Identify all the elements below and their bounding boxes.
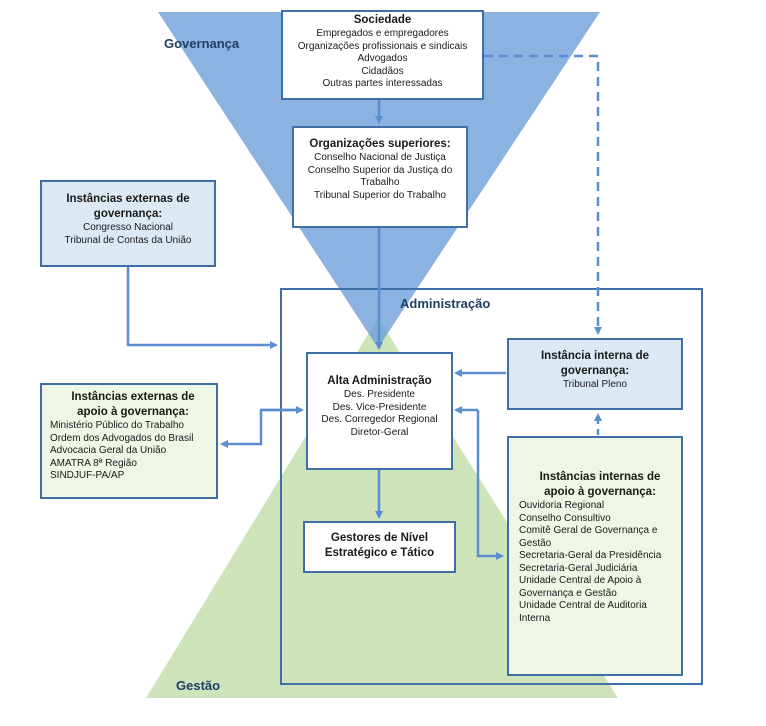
instancia-interna-governanca-title: Instância interna de [540,350,649,362]
alta-administracao-title: Alta Administração [327,375,432,387]
org-superiores-box: Organizações superiores: Conselho Nacion… [292,126,468,228]
sociedade-line: Outras partes interessadas [322,78,443,89]
instancias-externas-apoio-line: Ministério Público do Trabalho [50,420,184,431]
sociedade-line: Organizações profissionais e sindicais [297,40,468,52]
instancias-externas-apoio-line: Ordem dos Advogados do Brasil [50,432,194,444]
instancias-externas-apoio-line: Advocacia Geral da União [50,445,167,456]
instancia-interna-governanca-title: governança: [560,365,630,377]
instancia-interna-governanca-box: Instância interna de governança: Tribuna… [507,338,683,410]
administracao-frame [280,288,703,685]
instancias-externas-governanca-box: Instâncias externas de governança: Congr… [40,180,216,267]
arrow-alta-internas-apoio [476,410,504,560]
org-superiores-line: Conselho Nacional de Justiça [314,152,446,163]
alta-administracao-line: Des. Corregedor Regional [321,414,438,425]
instancias-externas-governanca-line: Congresso Nacional [82,222,174,233]
governanca-label: Governança [164,36,240,51]
org-superiores-title: Organizações superiores: [309,138,451,150]
instancias-externas-apoio-line: AMATRA 8ª Região [50,457,137,469]
arrow-alta-externas-apoio [220,408,300,448]
instancias-externas-apoio-box: Instâncias externas de apoio à governanç… [40,383,218,499]
administracao-label: Administração [400,296,491,311]
gestores-box: Gestores de Nível Estratégico e Tático [303,521,456,573]
alta-administracao-box: Alta Administração Des. Presidente Des. … [306,352,453,470]
gestores-title: Gestores de Nível [330,532,429,544]
instancias-externas-apoio-title: apoio à governança: [77,406,189,418]
instancias-internas-apoio-box: Instâncias internas de apoio à governanç… [507,436,683,676]
sociedade-box: Sociedade Empregados e empregadores Orga… [281,10,484,100]
org-superiores-line: Tribunal Superior do Trabalho [314,189,446,201]
instancias-internas-apoio-title: Instâncias internas de [539,471,661,483]
instancias-internas-apoio-title: apoio à governança: [544,486,656,498]
arrow-externas-gov [126,267,278,349]
alta-administracao-line: Des. Presidente [343,389,416,400]
instancias-internas-apoio-line: Secretaria-Geral da Presidência [519,550,662,561]
instancia-interna-governanca-line: Tribunal Pleno [562,379,628,390]
instancias-externas-governanca-title: Instâncias externas de [66,193,190,205]
gestao-label: Gestão [176,678,221,693]
instancias-externas-governanca-line: Tribunal de Contas da União [64,234,192,246]
instancias-internas-apoio-line: Governança e Gestão [519,587,617,599]
instancias-externas-apoio-title: Instâncias externas de [71,391,195,403]
org-superiores-line: Conselho Superior da Justiça do [307,164,453,176]
instancias-internas-apoio-line: Ouvidoria Regional [519,500,605,511]
gestores-title: Estratégico e Tático [324,547,435,559]
sociedade-line: Cidadãos [361,65,404,77]
instancias-internas-apoio-line: Conselho Consultivo [519,512,611,524]
instancias-externas-governanca-title: governança: [93,208,163,220]
instancias-internas-apoio-line: Comitê Geral de Governança e [519,525,658,536]
alta-administracao-line: Diretor-Geral [350,426,409,438]
arrow-sociedade-interna [484,54,602,335]
alta-administracao-line: Des. Vice-Presidente [332,401,427,413]
instancias-internas-apoio-line: Unidade Central de Apoio à [519,575,642,586]
instancias-internas-apoio-line: Secretaria-Geral Judiciária [519,562,638,574]
instancias-internas-apoio-line: Gestão [519,537,552,549]
gestao-triangle [146,318,618,698]
sociedade-line: Empregados e empregadores [316,28,449,39]
sociedade-title: Sociedade [353,14,412,26]
sociedade-line: Advogados [357,53,408,64]
org-superiores-line: Trabalho [360,177,400,188]
instancias-externas-apoio-line: SINDJUF-PA/AP [50,470,125,481]
instancias-internas-apoio-line: Interna [519,612,551,624]
instancias-internas-apoio-line: Unidade Central de Auditoria [519,600,647,611]
